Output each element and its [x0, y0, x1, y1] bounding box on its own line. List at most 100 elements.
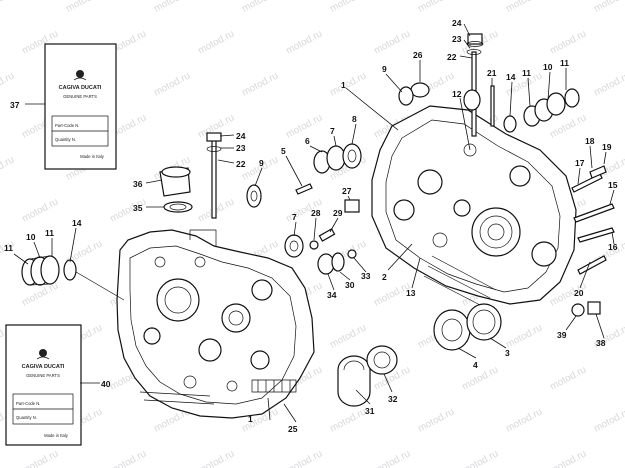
callout-32: 32: [388, 394, 398, 404]
callout-8: 8: [352, 114, 357, 124]
callout-14: 14: [506, 72, 516, 82]
callout-9: 9: [259, 158, 264, 168]
watermark-text: motod.ru: [152, 70, 192, 98]
watermark-text: motod.ru: [416, 406, 456, 434]
watermark-text: motod.ru: [0, 0, 16, 15]
callout-labels: 37 40 11 10 11 14 36 35 24 23 22 9 5 6 7…: [4, 18, 618, 434]
watermark-text: motod.ru: [504, 406, 544, 434]
card-foot: Made in Italy: [44, 433, 69, 438]
card-field-quantity: Quantity N.: [55, 137, 76, 142]
parts-card-top: CAGIVA DUCATI GENUINE PARTS Part-Code N.…: [44, 43, 117, 170]
watermark-text: motod.ru: [460, 448, 500, 468]
parts-card-bottom: CAGIVA DUCATI GENUINE PARTS Part-Code N.…: [5, 324, 82, 446]
callout-26: 26: [413, 50, 423, 60]
callout-22: 22: [447, 52, 457, 62]
callout-40: 40: [101, 379, 111, 389]
watermark-text: motod.ru: [20, 196, 60, 224]
card-subtitle: GENUINE PARTS: [63, 94, 97, 99]
right-crankcase-half: [371, 105, 577, 307]
bottom-bearings: [337, 303, 502, 407]
watermark-text: motod.ru: [328, 0, 368, 15]
watermark-text: motod.ru: [0, 154, 16, 182]
callout-13: 13: [406, 288, 416, 298]
callout-4: 4: [473, 360, 478, 370]
callout-30: 30: [345, 280, 355, 290]
watermark-text: motod.ru: [328, 322, 368, 350]
watermark-text: motod.ru: [284, 28, 324, 56]
callout-2: 2: [382, 272, 387, 282]
callout-39: 39: [557, 330, 567, 340]
card-subtitle: GENUINE PARTS: [26, 373, 60, 378]
watermark-text: motod.ru: [460, 364, 500, 392]
watermark-text: motod.ru: [0, 70, 16, 98]
watermark-text: motod.ru: [592, 70, 625, 98]
callout-37: 37: [10, 100, 20, 110]
watermark-text: motod.ru: [328, 70, 368, 98]
callout-18: 18: [585, 136, 595, 146]
callout-10: 10: [26, 232, 36, 242]
callout-11: 11: [4, 243, 13, 253]
leader-lines: [13, 23, 615, 423]
callout-17: 17: [575, 158, 585, 168]
callout-28: 28: [311, 208, 321, 218]
callout-12: 12: [452, 89, 462, 99]
callout-24: 24: [452, 18, 462, 28]
right-side-bolts: [571, 165, 615, 317]
callout-19: 19: [602, 142, 612, 152]
callout-3: 3: [505, 348, 510, 358]
callout-31: 31: [365, 406, 375, 416]
watermark-text: motod.ru: [372, 28, 412, 56]
watermark-text: motod.ru: [196, 448, 236, 468]
watermark-text: motod.ru: [548, 112, 588, 140]
callout-7: 7: [292, 212, 297, 222]
watermark-text: motod.ru: [64, 0, 104, 15]
callout-9: 9: [382, 64, 387, 74]
callout-10: 10: [543, 62, 553, 72]
card-brand: CAGIVA DUCATI: [22, 364, 65, 370]
watermark-text: motod.ru: [240, 70, 280, 98]
watermark-text: motod.ru: [504, 0, 544, 15]
watermark-text: motod.ru: [592, 0, 625, 15]
callout-1: 1: [248, 414, 253, 424]
callout-14: 14: [72, 218, 82, 228]
callout-27: 27: [342, 186, 352, 196]
watermark-text: motod.ru: [372, 448, 412, 468]
callout-35: 35: [133, 203, 143, 213]
watermark-text: motod.ru: [592, 406, 625, 434]
left-bearing-set: [21, 255, 125, 301]
callout-23: 23: [452, 34, 462, 44]
callout-11: 11: [522, 68, 531, 78]
watermark-text: motod.ru: [328, 406, 368, 434]
card-brand: CAGIVA DUCATI: [59, 85, 102, 91]
callout-11: 11: [45, 228, 54, 238]
brand-logo-icon: [76, 70, 84, 78]
watermark-text: motod.ru: [548, 28, 588, 56]
callout-7: 7: [330, 126, 335, 136]
callout-34: 34: [327, 290, 337, 300]
watermark-text: motod.ru: [240, 0, 280, 15]
callout-24: 24: [236, 131, 246, 141]
watermark-text: motod.ru: [504, 322, 544, 350]
callout-1: 1: [341, 80, 346, 90]
callout-15: 15: [608, 180, 618, 190]
callout-25: 25: [288, 424, 298, 434]
card-field-part-code: Part-Code N.: [55, 123, 79, 128]
crank-bore: [156, 278, 200, 322]
callout-33: 33: [361, 271, 371, 281]
watermark-text: motod.ru: [548, 448, 588, 468]
center-bearings: [284, 143, 362, 275]
callout-22: 22: [236, 159, 246, 169]
callout-6: 6: [305, 136, 310, 146]
watermark-text: motod.ru: [284, 448, 324, 468]
watermark-text: motod.ru: [548, 364, 588, 392]
callout-36: 36: [133, 179, 143, 189]
card-field-part-code: Part-Code N.: [16, 401, 40, 406]
callout-29: 29: [333, 208, 343, 218]
callout-23: 23: [236, 143, 246, 153]
watermark-text: motod.ru: [416, 0, 456, 15]
left-dowel-parts: [159, 132, 262, 219]
card-field-quantity: Quantity N.: [16, 415, 37, 420]
callout-5: 5: [281, 146, 286, 156]
